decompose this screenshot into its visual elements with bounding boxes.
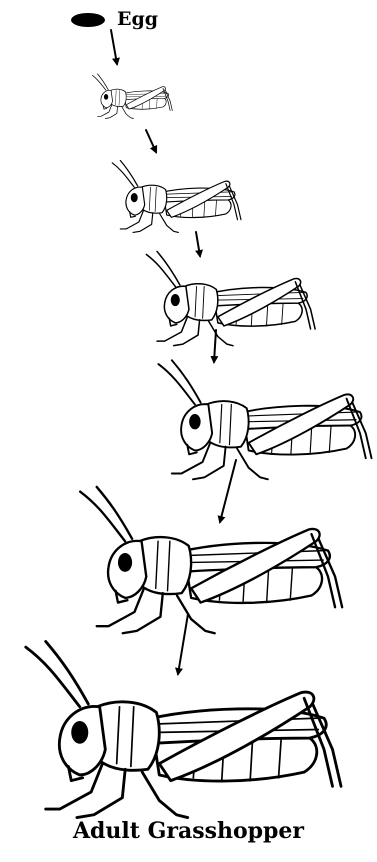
adult-grasshopper — [26, 641, 341, 817]
nymph-stage-1 — [92, 74, 172, 119]
nymph-stage-2 — [112, 161, 241, 233]
arrow-stage2-to-stage3 — [196, 232, 200, 256]
egg-label: Egg — [117, 8, 158, 30]
arrow-stage3-to-stage4 — [214, 330, 216, 362]
nymph-stage-3 — [146, 251, 315, 345]
arrow-egg-to-stage1 — [111, 30, 117, 64]
nymph-stage-4 — [158, 360, 371, 479]
arrow-stage4-to-stage5 — [220, 460, 236, 522]
nymph-stage-5 — [80, 487, 342, 633]
adult-grasshopper-label: Adult Grasshopper — [0, 818, 377, 844]
arrow-stage1-to-stage2 — [146, 130, 156, 152]
arrow-stage5-to-adult — [178, 614, 188, 674]
egg-shape — [71, 13, 105, 27]
